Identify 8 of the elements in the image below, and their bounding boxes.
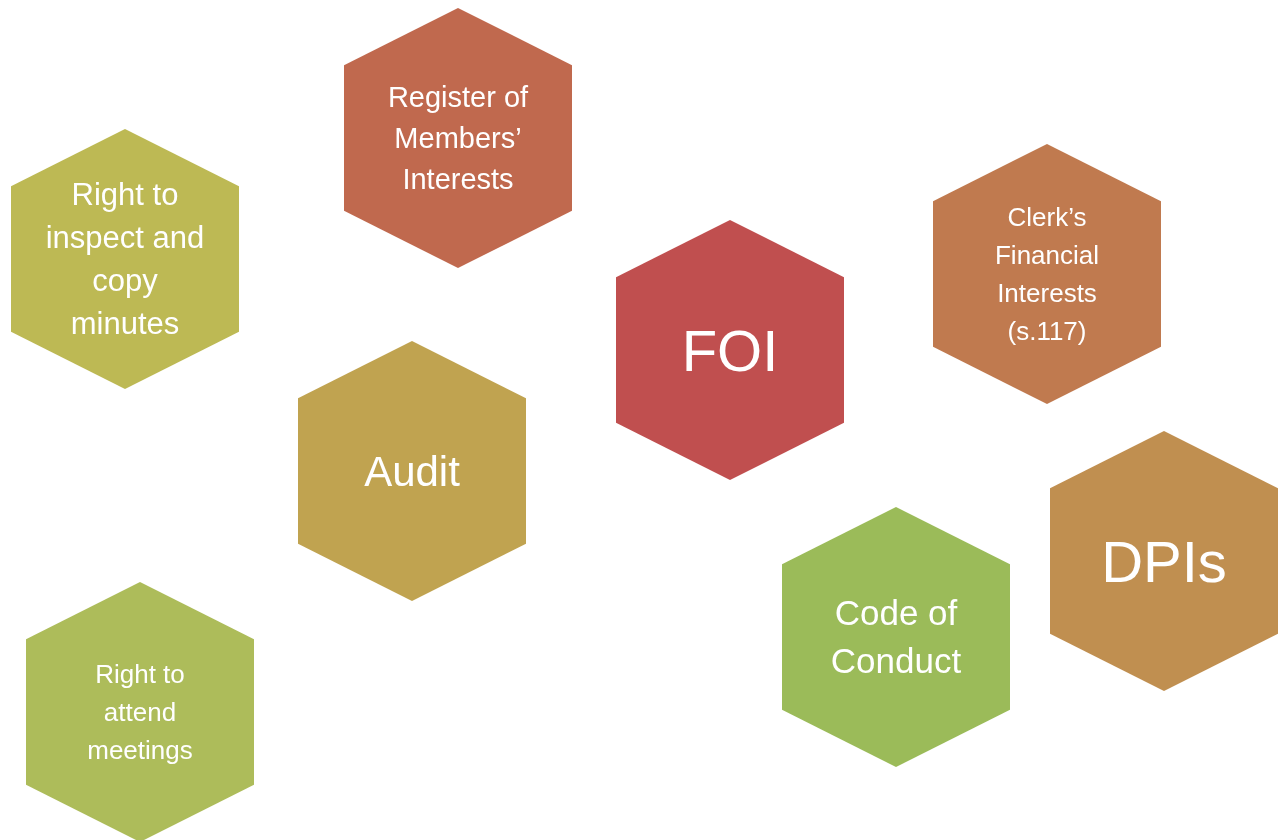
hexagon-label: Right to inspect and copy minutes [45, 176, 205, 343]
hexagon-label: Code of Conduct [829, 592, 963, 682]
hexagon-label: Audit [363, 446, 461, 497]
hexagon-label: Right to attend meetings [86, 658, 194, 767]
hexagon-label: Register of Members’ Interests [386, 79, 530, 197]
hexagon-label: Clerk’s Financial Interests (s.117) [993, 201, 1101, 348]
hexagon-label: DPIs [1100, 527, 1228, 596]
hexagon-label: FOI [680, 316, 780, 385]
